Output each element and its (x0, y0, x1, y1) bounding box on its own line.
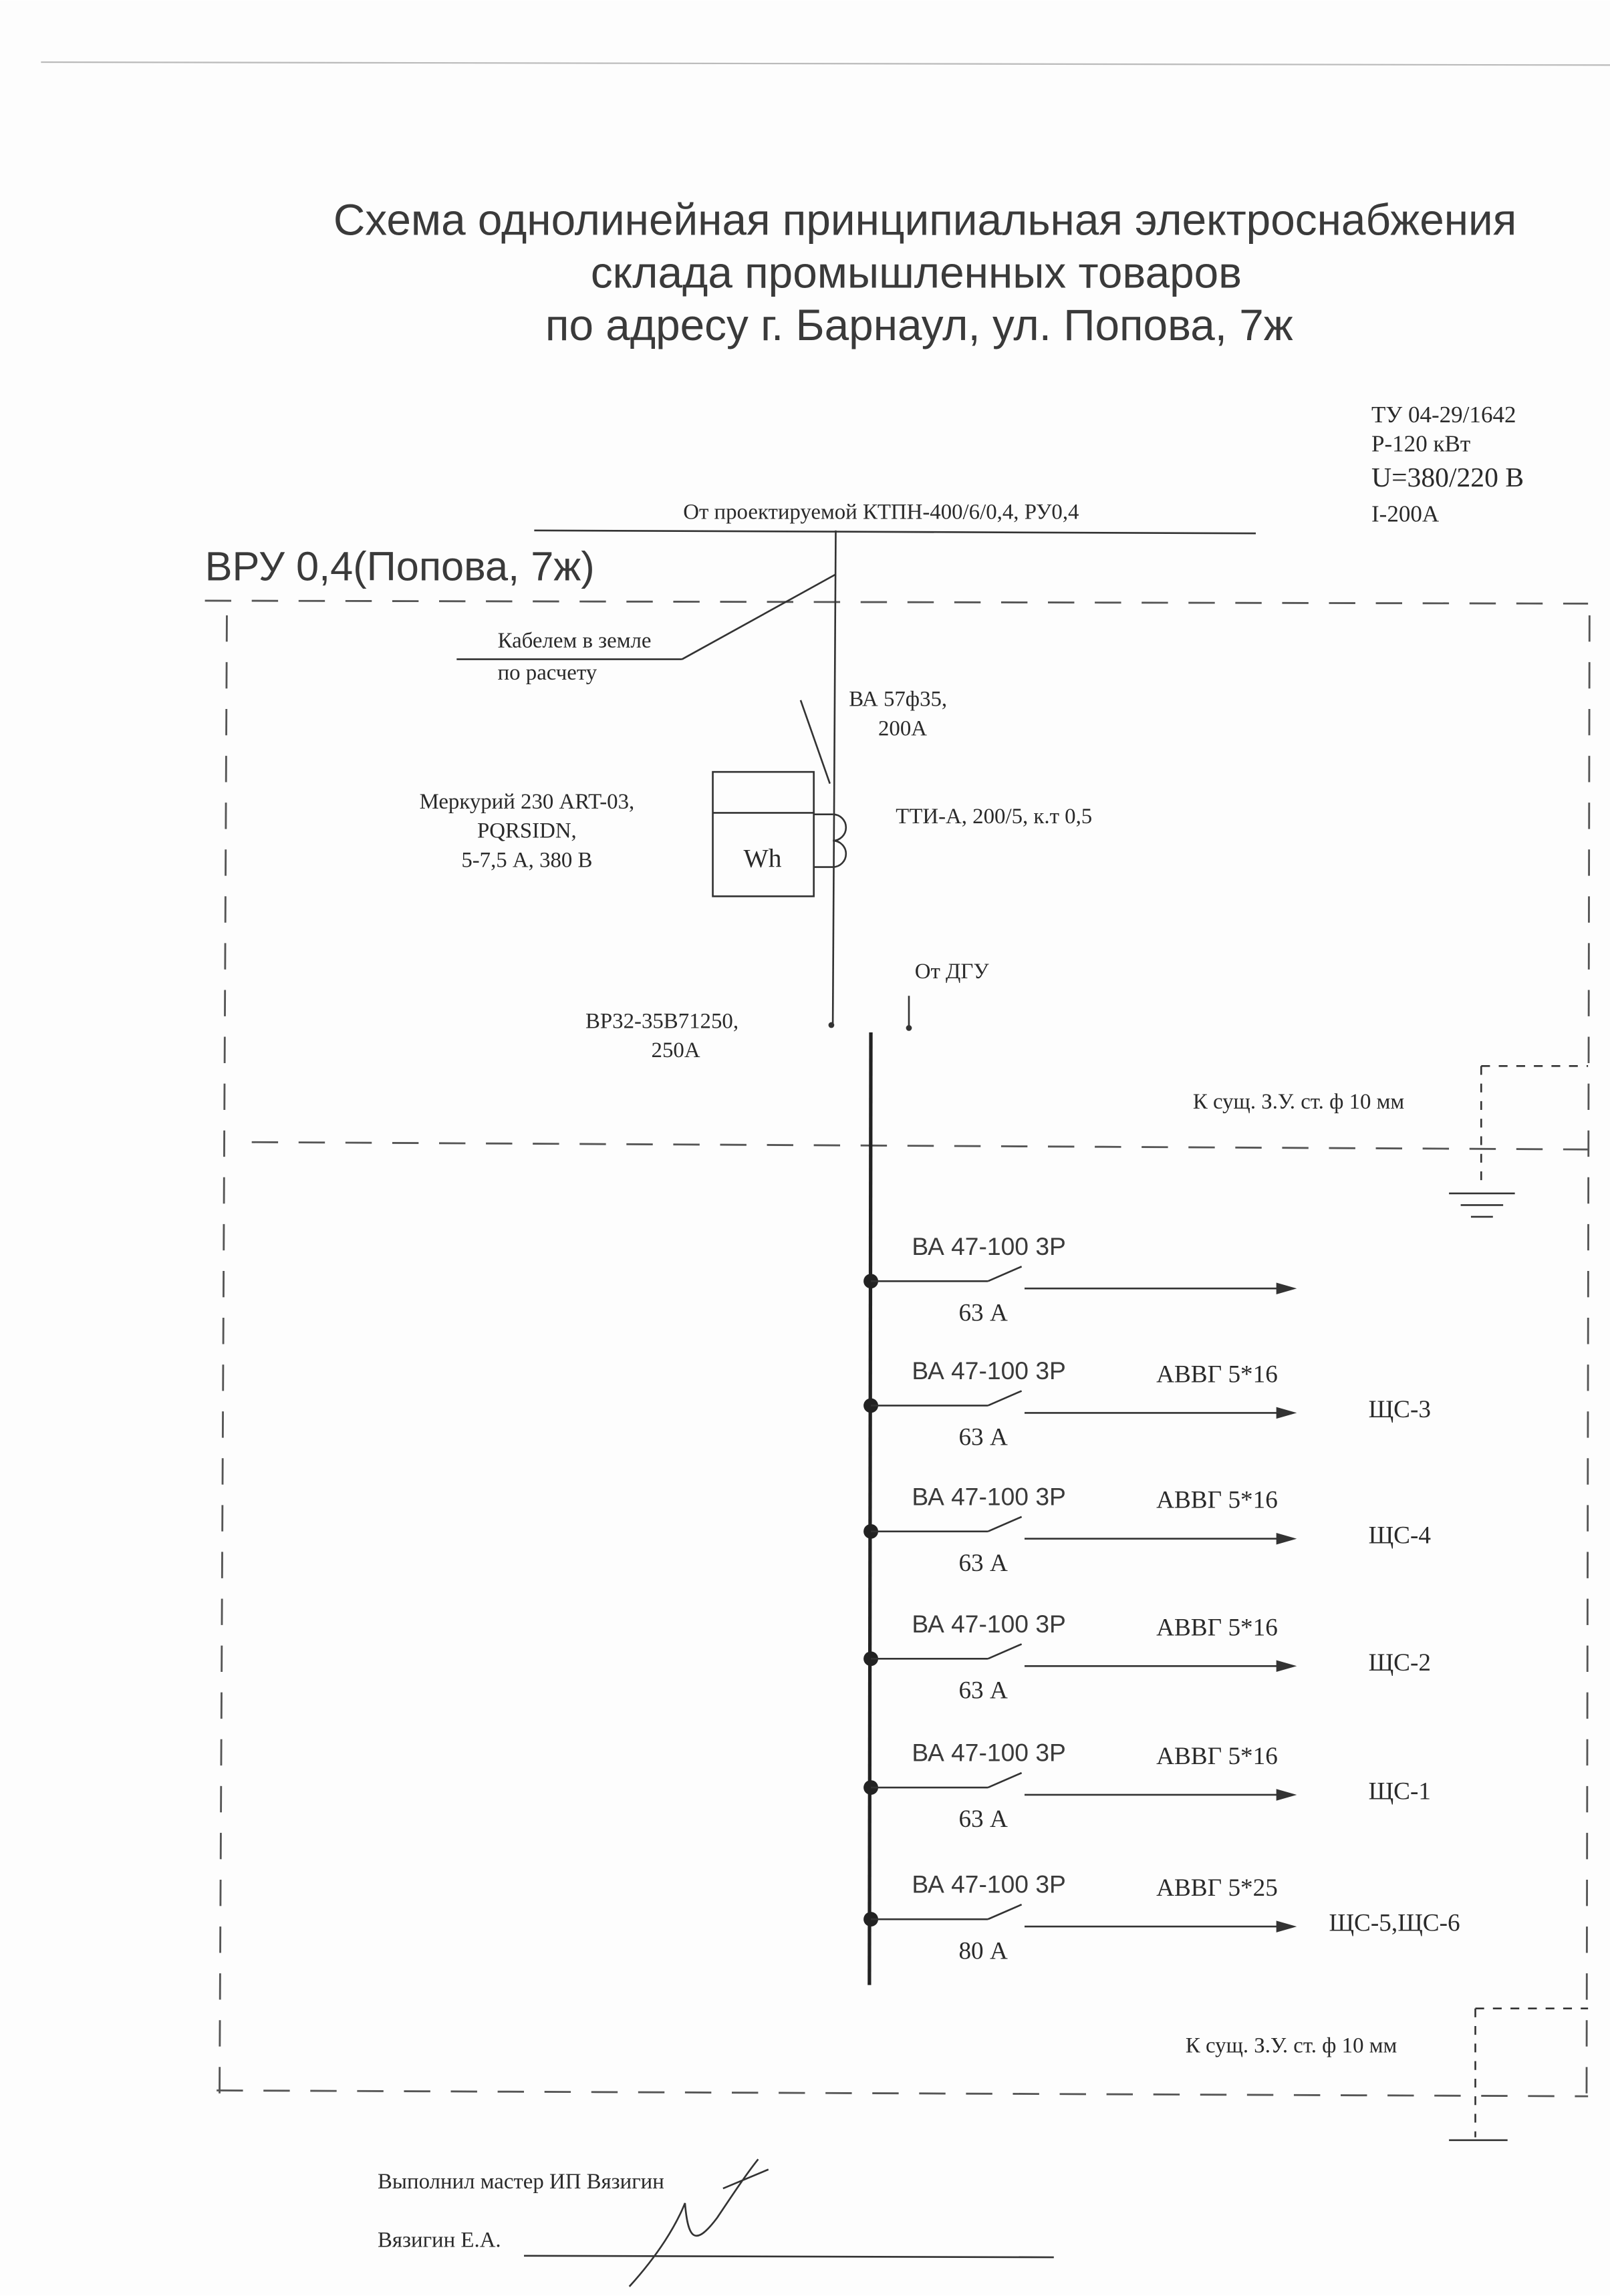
main-breaker-label-2: 200А (878, 716, 927, 740)
switch-label-2: 250А (652, 1038, 700, 1062)
current-label: 63 А (958, 1299, 1008, 1326)
breaker-contact-icon (987, 1771, 1023, 1789)
ground-label-bottom: К сущ. З.У. ст. ф 10 мм (1186, 2033, 1397, 2057)
cable-label-1: Кабелем в земле (498, 629, 652, 653)
feed-label: От проектируемой КТПН-400/6/0,4, РУ0,4 (683, 500, 1079, 524)
switch-label-1: ВР32-35В71250, (585, 1009, 739, 1033)
breaker-contact-icon (987, 1643, 1023, 1660)
main-breaker-symbol (799, 700, 831, 784)
branch-row: ВА 47-100 3Р 63 А (863, 1232, 1297, 1326)
dgu-label: От ДГУ (915, 960, 990, 984)
current-transformer-icon (813, 813, 847, 868)
cable-label: АВВГ 5*16 (1156, 1743, 1278, 1770)
performed-by: Выполнил мастер ИП Вязигин (378, 2170, 664, 2194)
breaker-label: ВА 47-100 3Р (912, 1610, 1066, 1638)
meter: Wh (712, 770, 815, 897)
current-label: 63 А (958, 1550, 1008, 1577)
footer: Выполнил мастер ИП Вязигин Вязигин Е.А. (378, 2158, 1054, 2287)
breaker-label: ВА 47-100 3Р (912, 1482, 1066, 1510)
arrow-icon (1276, 1920, 1297, 1932)
current-label: 63 А (958, 1677, 1008, 1704)
ct-label: ТТИ-А, 200/5, к.т 0,5 (896, 805, 1092, 829)
ground-label-top: К сущ. З.У. ст. ф 10 мм (1193, 1090, 1405, 1114)
title-line-2: склада промышленных товаров (591, 248, 1242, 297)
breaker-label: ВА 47-100 3Р (912, 1232, 1066, 1260)
signer-name: Вязигин Е.А. (378, 2229, 501, 2253)
busbar (867, 1032, 873, 1985)
title-line-1: Схема однолинейная принципиальная электр… (333, 195, 1516, 244)
breaker-contact-icon (987, 1904, 1023, 1920)
cable-label: АВВГ 5*16 (1156, 1614, 1278, 1641)
meter-label-3: 5-7,5 А, 380 В (461, 849, 592, 873)
title-line-3: по адресу г. Барнаул, ул. Попова, 7ж (545, 301, 1293, 349)
breaker-label: ВА 47-100 3Р (912, 1739, 1066, 1767)
cable-label: АВВГ 5*25 (1156, 1874, 1278, 1902)
ground-icon (1449, 2007, 1589, 2142)
destination-label: ЩС-3 (1369, 1396, 1431, 1423)
current-label: 80 А (958, 1937, 1008, 1965)
arrow-icon (1276, 1282, 1297, 1294)
meter-label-2: PQRSIDN, (477, 819, 577, 843)
breaker-contact-icon (987, 1266, 1023, 1282)
destination-label: ЩС-4 (1369, 1522, 1432, 1549)
spec-current: I-200А (1371, 501, 1440, 527)
ground-icon (1449, 1065, 1589, 1218)
specs: ТУ 04-29/1642 Р-120 кВт U=380/220 В I-20… (1371, 402, 1524, 527)
destination-label: ЩС-2 (1369, 1649, 1431, 1677)
breaker-contact-icon (987, 1516, 1023, 1532)
spec-tu: ТУ 04-29/1642 (1371, 402, 1516, 428)
cable-label: АВВГ 5*16 (1156, 1360, 1278, 1388)
current-label: 63 А (958, 1424, 1008, 1451)
title: Схема однолинейная принципиальная электр… (333, 195, 1516, 349)
arrow-icon (1276, 1789, 1297, 1801)
branches: ВА 47-100 3Р 63 А ВА 47-100 3Р 63 А АВВГ 5*1… (863, 1232, 1460, 1965)
destination-label: ЩС-1 (1369, 1778, 1431, 1806)
panel-label: ВРУ 0,4(Попова, 7ж) (205, 543, 595, 589)
spec-power: Р-120 кВт (1371, 431, 1470, 457)
main-breaker-label-1: ВА 57ф35, (849, 688, 947, 712)
meter-symbol: Wh (744, 844, 782, 873)
destination-label: ЩС-5,ЩС-6 (1329, 1910, 1460, 1937)
cable-label: АВВГ 5*16 (1156, 1487, 1278, 1514)
breaker-label: ВА 47-100 3Р (912, 1356, 1066, 1385)
spec-voltage: U=380/220 В (1371, 462, 1524, 493)
arrow-icon (1276, 1532, 1297, 1545)
cable-label-2: по расчету (498, 661, 597, 685)
meter-label-1: Меркурий 230 ART-03, (420, 790, 635, 814)
current-label: 63 А (958, 1806, 1008, 1833)
arrow-icon (1276, 1407, 1297, 1419)
signature (628, 2158, 769, 2287)
breaker-contact-icon (987, 1390, 1023, 1407)
breaker-label: ВА 47-100 3Р (912, 1870, 1066, 1898)
panel-enclosure (205, 599, 1591, 2098)
arrow-icon (1276, 1660, 1297, 1673)
